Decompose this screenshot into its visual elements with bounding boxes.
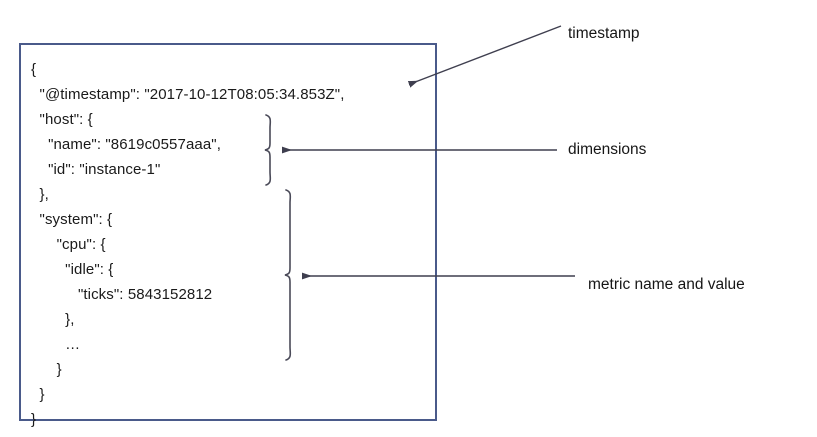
annotation-label-timestamp: timestamp [568, 25, 640, 42]
annotation-label-dimensions: dimensions [568, 141, 647, 158]
annotation-label-metric: metric name and value [588, 276, 745, 293]
json-document-box: { "@timestamp": "2017-10-12T08:05:34.853… [19, 43, 437, 428]
json-code-block: { "@timestamp": "2017-10-12T08:05:34.853… [31, 61, 345, 428]
